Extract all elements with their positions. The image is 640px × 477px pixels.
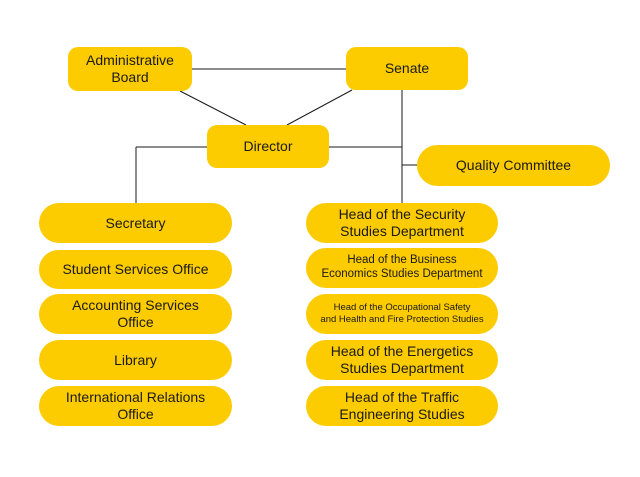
connector-admin-director (179, 90, 247, 126)
security-studies-department-node: Head of the Security Studies Department (306, 203, 498, 243)
connector-senate-director (286, 89, 353, 126)
energetics-studies-department-node: Head of the Energetics Studies Departmen… (306, 340, 498, 380)
traffic-engineering-studies-node: Head of the Traffic Engineering Studies (306, 386, 498, 426)
library-node: Library (39, 340, 232, 380)
business-economics-department-node: Head of the Business Economics Studies D… (306, 248, 498, 288)
accounting-services-office-node: Accounting Services Office (39, 294, 232, 334)
director-node: Director (207, 125, 329, 168)
international-relations-office-node: International Relations Office (39, 386, 232, 426)
occupational-safety-studies-node: Head of the Occupational Safety and Heal… (306, 294, 498, 334)
administrative-board-node: Administrative Board (68, 47, 192, 91)
senate-node: Senate (346, 47, 468, 90)
quality-committee-node: Quality Committee (417, 145, 610, 186)
student-services-office-node: Student Services Office (39, 250, 232, 289)
secretary-node: Secretary (39, 203, 232, 243)
